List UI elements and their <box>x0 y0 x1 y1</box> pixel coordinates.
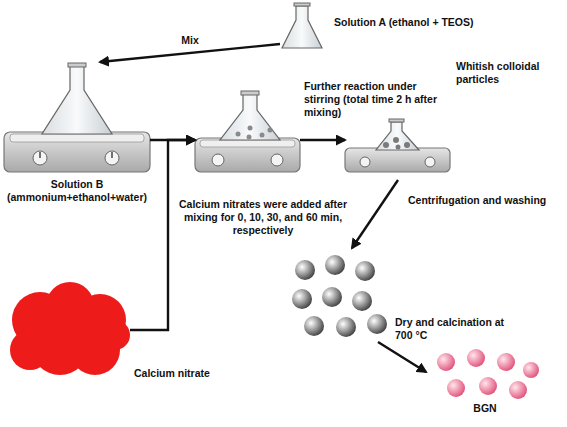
calcium-nitrate-powder <box>10 282 130 375</box>
bgn-particles <box>437 349 539 399</box>
flask-node: Solution A (ethanol + TEOS) <box>280 4 324 50</box>
arrow-label: Mix <box>165 34 215 47</box>
magnetic-stirrer <box>345 119 450 172</box>
stirrer-node: Solution B (ammonium+ethanol+water) <box>4 62 150 174</box>
process-arrow <box>352 180 398 248</box>
node-label: BGN <box>430 402 540 415</box>
process-arrow <box>300 140 345 141</box>
step-label: Dry and calcination at 700 °C <box>395 316 513 342</box>
arrow-line <box>300 139 345 141</box>
process-arrow <box>378 342 426 372</box>
stirrer-node: Whitish colloidal particles <box>345 120 450 172</box>
step-label: Centrifugation and washing <box>408 194 558 207</box>
arrow-label: Calcium nitrates were added after mixing… <box>178 198 348 237</box>
stirrer-node: Further reaction under stirring (total t… <box>195 92 300 172</box>
flask <box>282 3 322 48</box>
node-label: Solution A (ethanol + TEOS) <box>334 16 534 29</box>
node-label: Solution B (ammonium+ethanol+water) <box>4 178 150 204</box>
node-label: Calcium nitrate <box>134 367 234 380</box>
colloidal-particles <box>292 255 387 337</box>
magnetic-stirrer <box>195 91 300 172</box>
powder-node: Calcium nitrate <box>8 285 130 380</box>
magnetic-stirrer <box>4 63 150 172</box>
node-label: Whitish colloidal particles <box>456 60 560 86</box>
particles-node: BGN <box>430 350 540 400</box>
node-label: Further reaction under stirring (total t… <box>304 80 454 119</box>
